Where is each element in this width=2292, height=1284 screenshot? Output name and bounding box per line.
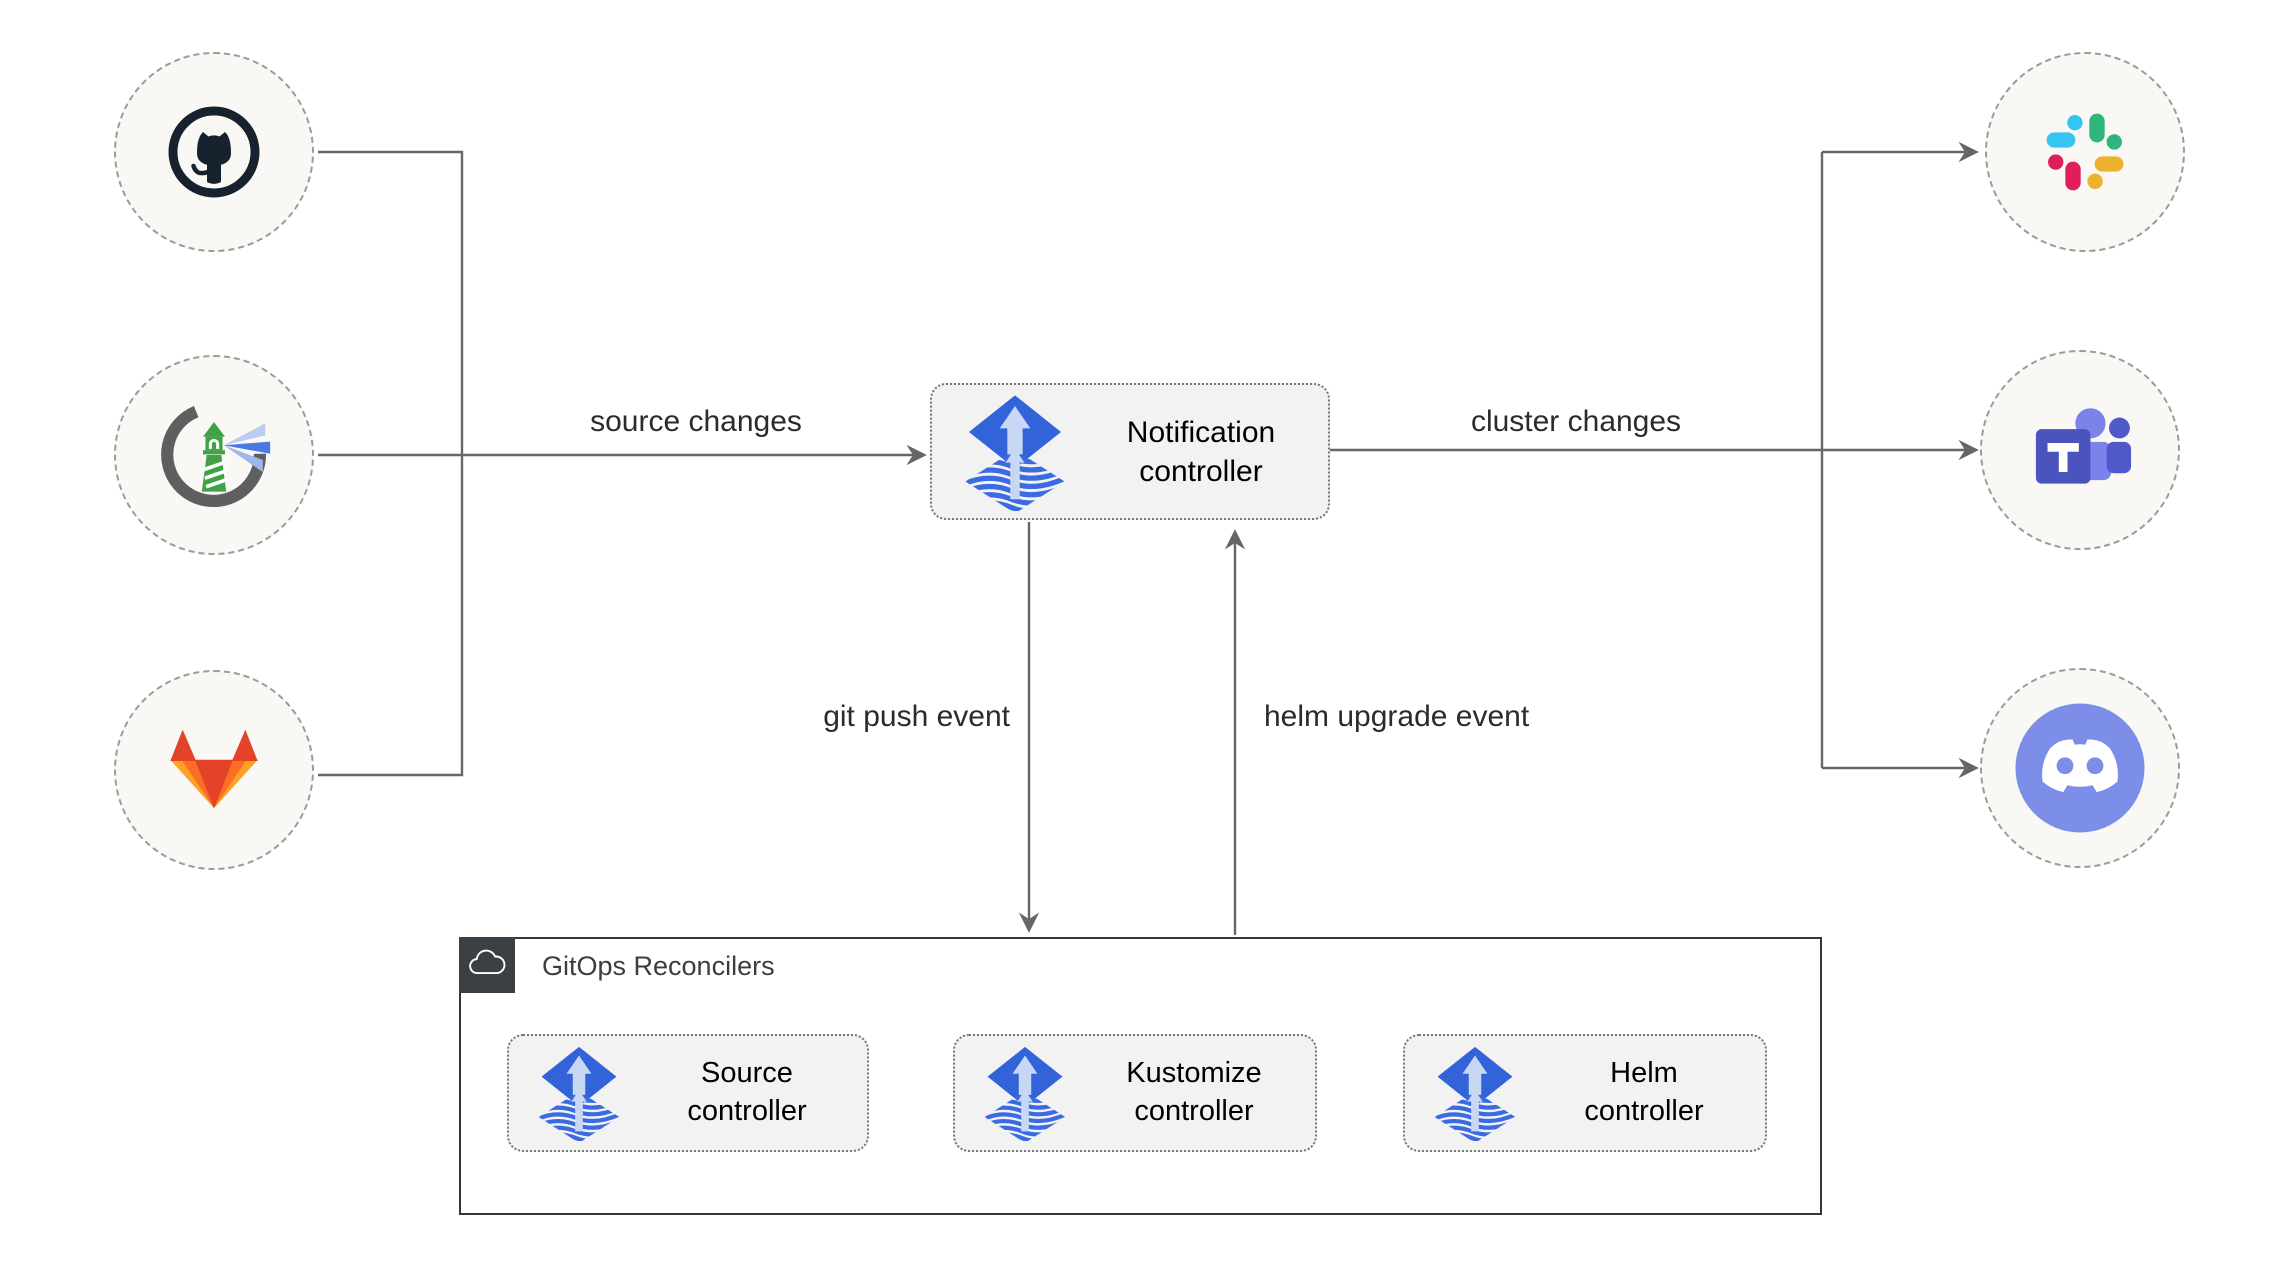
kustomize-controller-label: Kustomize controller <box>1126 1057 1262 1127</box>
node-github <box>114 52 314 252</box>
helm-controller-label: Helm controller <box>1584 1057 1704 1127</box>
gitops-reconcilers-badge <box>459 937 515 993</box>
source-controller-box: Source controller <box>507 1034 869 1152</box>
edge-github-to-bus <box>318 150 464 455</box>
flux-icon <box>956 393 1074 511</box>
node-gitlab <box>114 670 314 870</box>
node-discord <box>1980 668 2180 868</box>
slack-icon <box>2037 104 2133 200</box>
flux-icon <box>531 1045 627 1141</box>
edge-label-source-changes: source changes <box>590 405 802 438</box>
edge-gitlab-to-bus <box>318 455 464 777</box>
flux-icon <box>977 1045 1073 1141</box>
notification-controller-box: Notification controller <box>930 383 1330 520</box>
helm-controller-box: Helm controller <box>1403 1034 1767 1152</box>
edge-label-cluster-changes: cluster changes <box>1470 405 1682 438</box>
source-controller-label: Source controller <box>687 1057 807 1127</box>
gitlab-icon <box>158 725 270 815</box>
node-slack <box>1985 52 2185 252</box>
node-teams <box>1980 350 2180 550</box>
discord-icon <box>2005 693 2155 843</box>
harbor-icon <box>153 394 275 516</box>
flux-icon <box>1427 1045 1523 1141</box>
node-harbor <box>114 355 314 555</box>
edge-label-helm-upgrade-event: helm upgrade event <box>1264 700 1530 733</box>
gitops-reconcilers-title: GitOps Reconcilers <box>542 951 775 981</box>
cloud-icon <box>465 943 509 987</box>
edge-label-git-push-event: git push event <box>823 700 1010 733</box>
notification-controller-label: Notification controller <box>1126 415 1276 488</box>
github-icon <box>164 102 264 202</box>
kustomize-controller-box: Kustomize controller <box>953 1034 1317 1152</box>
microsoft-teams-icon <box>2022 392 2138 508</box>
